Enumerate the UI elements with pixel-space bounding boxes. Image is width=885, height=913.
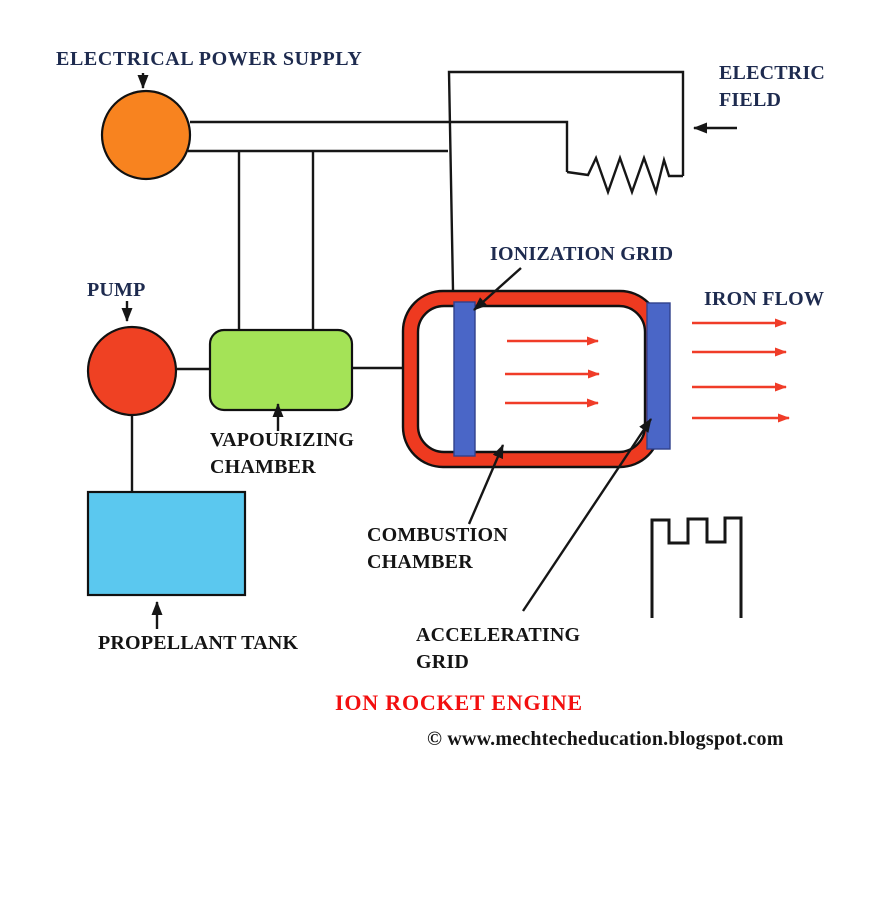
diagram-title: ION ROCKET ENGINE [335, 690, 583, 715]
ionization-grid-bar [453, 301, 476, 457]
combustion-chamber-label-line1: COMBUSTION [367, 524, 508, 546]
vapourizing-chamber-label-line1: VAPOURIZING [210, 429, 355, 451]
electric-field-label-line1: ELECTRIC [719, 62, 826, 84]
credit-line: © www.mechtecheducation.blogspot.com [427, 728, 784, 750]
ionization-grid-label: IONIZATION GRID [490, 243, 674, 265]
electric-field-label: ELECTRIC FIELD [719, 60, 825, 114]
combustion-chamber-label: COMBUSTION CHAMBER [367, 522, 508, 576]
combustion-chamber-interior [416, 304, 647, 454]
grid-battlement-symbol [650, 516, 743, 618]
resistor-symbol [566, 154, 683, 197]
combustion-chamber-pointer-arrow [467, 444, 505, 525]
pump-label: PUMP [87, 279, 146, 301]
accelerating-grid-pointer-arrow [522, 418, 652, 612]
vapourizing-chamber-label-line2: CHAMBER [210, 456, 316, 478]
propellant-tank-label: PROPELLANT TANK [98, 632, 299, 654]
combustion-chamber-label-line2: CHAMBER [367, 551, 473, 573]
electrical-power-supply-shape [100, 89, 192, 181]
accelerating-grid-bar [646, 302, 671, 450]
pump-shape [86, 325, 178, 417]
accelerating-grid-label: ACCELERATING GRID [416, 622, 580, 676]
electrical-power-supply-label: ELECTRICAL POWER SUPPLY [56, 48, 363, 70]
iron-flow-label: IRON FLOW [704, 288, 825, 310]
accelerating-grid-label-line2: GRID [416, 651, 470, 673]
propellant-tank-shape [86, 490, 247, 597]
accelerating-grid-label-line1: ACCELERATING [416, 624, 581, 646]
electric-field-label-line2: FIELD [719, 89, 782, 111]
wire-power-to-resistor [190, 120, 569, 172]
wire-field-loop-to-ionization-grid [447, 70, 685, 291]
vapourizing-chamber-label: VAPOURIZING CHAMBER [210, 427, 354, 481]
ionization-grid-pointer-arrow [473, 267, 522, 311]
vapourizing-chamber-shape [208, 328, 354, 412]
